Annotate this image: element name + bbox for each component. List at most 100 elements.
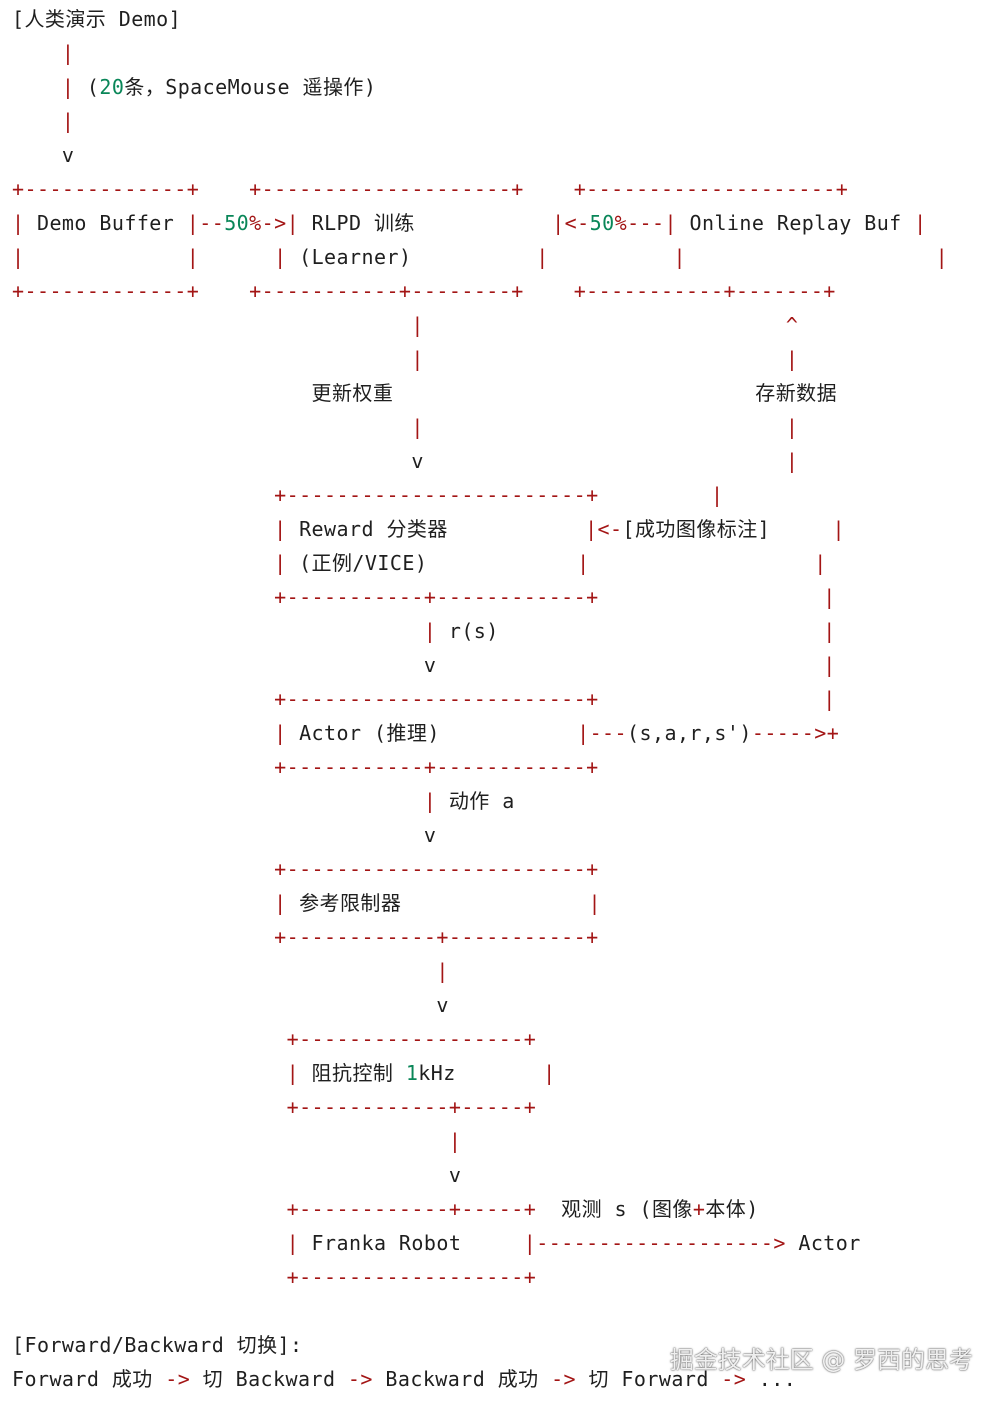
text-segment: v bbox=[12, 823, 437, 847]
connector-segment: | bbox=[536, 245, 549, 269]
diagram-line: | Reward 分类器 |<-[成功图像标注] | bbox=[12, 512, 845, 546]
number-segment: 20 bbox=[99, 75, 125, 99]
text-segment: 条，SpaceMouse 遥操作) bbox=[124, 75, 377, 99]
diagram-line: v bbox=[12, 818, 436, 852]
text-segment: v bbox=[12, 143, 75, 167]
diagram-line: +-----------+------------+ | bbox=[12, 580, 836, 614]
diagram-line: +-------------+ +--------------------+ +… bbox=[12, 172, 848, 206]
diagram-line: | bbox=[12, 1124, 461, 1158]
text-segment: ... bbox=[746, 1367, 797, 1391]
text-segment: v bbox=[12, 449, 786, 473]
connector-segment: -> bbox=[165, 1367, 191, 1391]
connector-segment: |<- bbox=[552, 211, 590, 235]
connector-segment: | bbox=[710, 483, 724, 507]
connector-segment: +-----------+--------+ bbox=[249, 279, 524, 303]
diagram-line: +------------------+ bbox=[12, 1022, 536, 1056]
connector-segment: -> bbox=[347, 1367, 373, 1391]
text-segment bbox=[12, 517, 274, 541]
diagram-line: | | | (Learner) | | | bbox=[12, 240, 948, 274]
connector-segment: ^ bbox=[785, 313, 799, 337]
connector-segment: +------------+-----------+ bbox=[274, 925, 599, 949]
diagram-line: | Demo Buffer |--50%->| RLPD 训练 |<-50%--… bbox=[12, 206, 927, 240]
diagram-line: | | bbox=[12, 342, 798, 376]
connector-segment: -> bbox=[721, 1367, 747, 1391]
text-segment: v bbox=[12, 993, 449, 1017]
diagram-line: +------------+-----+ 观测 s (图像+本体) bbox=[12, 1192, 759, 1226]
diagram-line: | 动作 a bbox=[12, 784, 515, 818]
connector-segment: | bbox=[423, 789, 437, 813]
text-segment bbox=[12, 551, 274, 575]
text-segment bbox=[590, 551, 815, 575]
text-segment bbox=[12, 1061, 287, 1085]
connector-segment: | bbox=[186, 245, 200, 269]
text-segment: kHz bbox=[418, 1061, 544, 1085]
diagram-line: +------------------+ bbox=[12, 1260, 536, 1294]
text-segment: Online Replay Buf bbox=[677, 211, 915, 235]
diagram-line: | ^ bbox=[12, 308, 798, 342]
connector-segment: | bbox=[411, 313, 424, 337]
text-segment bbox=[599, 585, 824, 609]
connector-segment: | bbox=[785, 415, 799, 439]
connector-segment: | bbox=[274, 245, 287, 269]
connector-segment: | bbox=[436, 959, 449, 983]
connector-segment: +--------------------+ bbox=[249, 177, 524, 201]
text-segment bbox=[12, 755, 274, 779]
diagram-line: 更新权重 存新数据 bbox=[12, 376, 837, 410]
text-segment: [Forward/Backward 切换]: bbox=[12, 1333, 303, 1357]
connector-segment: +------------+-----+ bbox=[286, 1095, 537, 1119]
connector-segment: |--- bbox=[577, 721, 628, 745]
connector-segment: | bbox=[274, 891, 287, 915]
connector-segment: +-----------+-------+ bbox=[573, 279, 836, 303]
connector-segment: | bbox=[423, 619, 437, 643]
connector-segment: | bbox=[286, 1231, 300, 1255]
text-segment: (s,a,r,s') bbox=[627, 721, 752, 745]
text-segment bbox=[12, 1027, 287, 1051]
text-segment bbox=[12, 1231, 287, 1255]
diagram-line: Forward 成功 -> 切 Backward -> Backward 成功 … bbox=[12, 1362, 796, 1396]
connector-segment: +------------------+ bbox=[286, 1265, 537, 1289]
connector-segment: |-------------------> bbox=[523, 1231, 786, 1255]
text-segment: 动作 a bbox=[436, 789, 515, 813]
connector-segment: | bbox=[12, 75, 75, 99]
diagram-line: | 参考限制器 | bbox=[12, 886, 601, 920]
text-segment bbox=[686, 245, 936, 269]
connector-segment: + bbox=[692, 1197, 706, 1221]
connector-segment: | bbox=[274, 721, 287, 745]
connector-segment: +--------------------+ bbox=[573, 177, 849, 201]
text-segment bbox=[12, 721, 274, 745]
text-segment bbox=[524, 177, 574, 201]
connector-segment: | bbox=[274, 517, 287, 541]
number-segment: 1 bbox=[405, 1061, 419, 1085]
text-segment: Demo Buffer bbox=[24, 211, 187, 235]
diagram-line: +------------+-----------+ bbox=[12, 920, 599, 954]
text-segment bbox=[12, 1197, 287, 1221]
diagram-line: [Forward/Backward 切换]: bbox=[12, 1328, 303, 1362]
connector-segment: | bbox=[411, 415, 424, 439]
text-segment: Actor (推理) bbox=[286, 721, 578, 745]
connector-segment: | bbox=[12, 245, 25, 269]
text-segment: 本体) bbox=[705, 1197, 759, 1221]
connector-segment: +------------------------+ bbox=[274, 483, 599, 507]
diagram-line: | bbox=[12, 36, 74, 70]
diagram-line: | bbox=[12, 104, 74, 138]
text-segment bbox=[424, 347, 786, 371]
text-segment: (Learner) bbox=[286, 245, 537, 269]
connector-segment: +------------------+ bbox=[286, 1027, 537, 1051]
connector-segment: %->| bbox=[249, 211, 300, 235]
connector-segment: | bbox=[832, 517, 846, 541]
diagram-line: | Actor (推理) |---(s,a,r,s')----->+ bbox=[12, 716, 839, 750]
diagram-line: +------------------------+ | bbox=[12, 682, 836, 716]
text-segment: 更新权重 存新数据 bbox=[12, 381, 838, 405]
diagram-line: +------------+-----+ bbox=[12, 1090, 536, 1124]
connector-segment: +-------------+ bbox=[12, 177, 200, 201]
text-segment bbox=[12, 1095, 287, 1119]
connector-segment: +-----------+------------+ bbox=[274, 585, 599, 609]
number-segment: 50 bbox=[589, 211, 615, 235]
text-segment: v bbox=[12, 1163, 462, 1187]
diagram-line: +-------------+ +-----------+--------+ +… bbox=[12, 274, 836, 308]
text-segment bbox=[199, 177, 249, 201]
text-segment bbox=[524, 279, 574, 303]
connector-segment: | bbox=[673, 245, 687, 269]
diagram-line: +------------------------+ bbox=[12, 852, 599, 886]
